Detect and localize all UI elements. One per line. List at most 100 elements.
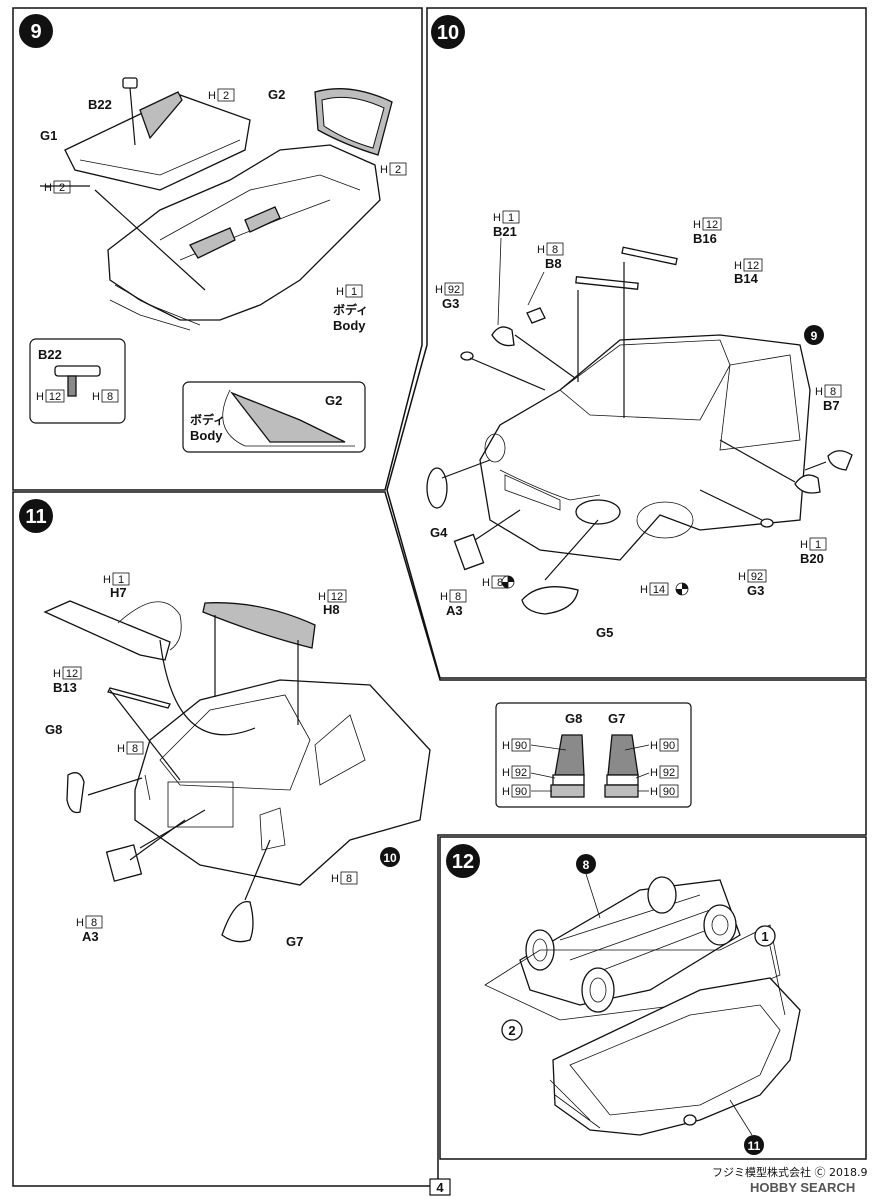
lens-color-table	[495, 702, 692, 808]
paint-code-h12-b13: H 12	[53, 666, 82, 680]
svg-text:2: 2	[59, 182, 65, 194]
label-g2: G2	[268, 87, 285, 102]
lens-g8-bottom	[550, 784, 585, 798]
svg-text:8: 8	[91, 917, 97, 929]
detail-mirror	[54, 365, 101, 377]
rear-window	[159, 694, 311, 791]
svg-text:H: H	[734, 260, 742, 272]
svg-text:H: H	[482, 577, 490, 589]
license-recess	[167, 781, 234, 828]
svg-text:1: 1	[508, 212, 514, 224]
svg-text:8: 8	[497, 577, 503, 589]
svg-text:H: H	[380, 164, 388, 176]
label-g5: G5	[596, 625, 613, 640]
wiper-b16	[621, 246, 678, 266]
lens-g7-bottom	[604, 784, 639, 798]
side-window	[719, 354, 801, 451]
svg-text:12: 12	[706, 219, 718, 231]
ref-number: 11	[748, 1139, 761, 1153]
svg-text:H: H	[92, 391, 100, 403]
wheel-rear-right	[703, 904, 737, 946]
ref-number: 9	[811, 329, 818, 343]
ref-badge-11	[744, 1135, 764, 1155]
step-number-badge	[19, 14, 53, 48]
lens-g7-top	[607, 734, 639, 776]
step-number: 12	[452, 851, 474, 873]
label-b20: B20	[800, 551, 824, 566]
svg-text:92: 92	[448, 284, 460, 296]
svg-text:1: 1	[118, 574, 124, 586]
detail-g2-label: G2	[325, 393, 342, 408]
svg-text:90: 90	[515, 740, 527, 752]
side-window	[314, 714, 366, 786]
guide-outline	[484, 924, 781, 1021]
label-h7: H7	[110, 585, 127, 600]
svg-text:H: H	[502, 740, 510, 752]
svg-text:90: 90	[663, 786, 675, 798]
svg-text:H: H	[318, 591, 326, 603]
body-window-left	[189, 227, 236, 259]
wiper-b14	[575, 276, 639, 290]
label-b8: B8	[545, 256, 562, 271]
step-12: 12 8 1 2 11	[446, 844, 801, 1155]
wheel-front-right	[647, 876, 677, 914]
svg-text:H: H	[537, 244, 545, 256]
detail-box-g2	[182, 381, 366, 453]
svg-text:H: H	[815, 386, 823, 398]
step12-panel	[439, 836, 867, 1160]
svg-text:H: H	[650, 740, 658, 752]
label-g1: G1	[40, 128, 57, 143]
label-g4: G4	[430, 525, 448, 540]
lamp-g7	[221, 900, 254, 943]
plate-a3	[105, 844, 143, 882]
svg-text:H: H	[117, 743, 125, 755]
detail-box-b22	[29, 338, 126, 424]
label-b14: B14	[734, 271, 759, 286]
svg-text:H: H	[800, 539, 808, 551]
taillight-recess	[259, 807, 286, 851]
svg-text:12: 12	[331, 591, 343, 603]
svg-text:H: H	[440, 591, 448, 603]
svg-text:H: H	[650, 767, 658, 779]
svg-text:14: 14	[653, 584, 665, 596]
detail-body-en: Body	[190, 428, 223, 443]
step-10: 10 9	[426, 15, 853, 640]
svg-text:H: H	[36, 391, 44, 403]
svg-text:8: 8	[132, 743, 138, 755]
mirror-b20	[794, 474, 821, 494]
svg-text:H: H	[650, 786, 658, 798]
plate-a3	[453, 533, 485, 571]
svg-text:H: H	[336, 286, 344, 298]
svg-text:1: 1	[351, 286, 357, 298]
page-number: 4	[436, 1180, 444, 1195]
label-a3: A3	[82, 929, 99, 944]
svg-text:8: 8	[552, 244, 558, 256]
car-body-rear	[134, 679, 431, 886]
label-b16: B16	[693, 231, 717, 246]
svg-text:8: 8	[455, 591, 461, 603]
svg-text:12: 12	[66, 668, 78, 680]
rear-glass-h8	[202, 602, 316, 649]
lens-g7-mid	[606, 774, 639, 786]
grille	[504, 474, 561, 511]
label-b7: B7	[823, 398, 840, 413]
svg-text:H: H	[53, 668, 61, 680]
body-window-mid	[244, 206, 281, 233]
label-g7: G7	[286, 934, 303, 949]
ref-badge-1	[754, 925, 776, 947]
spoiler-h7	[43, 600, 171, 661]
step-number-badge	[431, 15, 465, 49]
svg-text:H: H	[502, 786, 510, 798]
